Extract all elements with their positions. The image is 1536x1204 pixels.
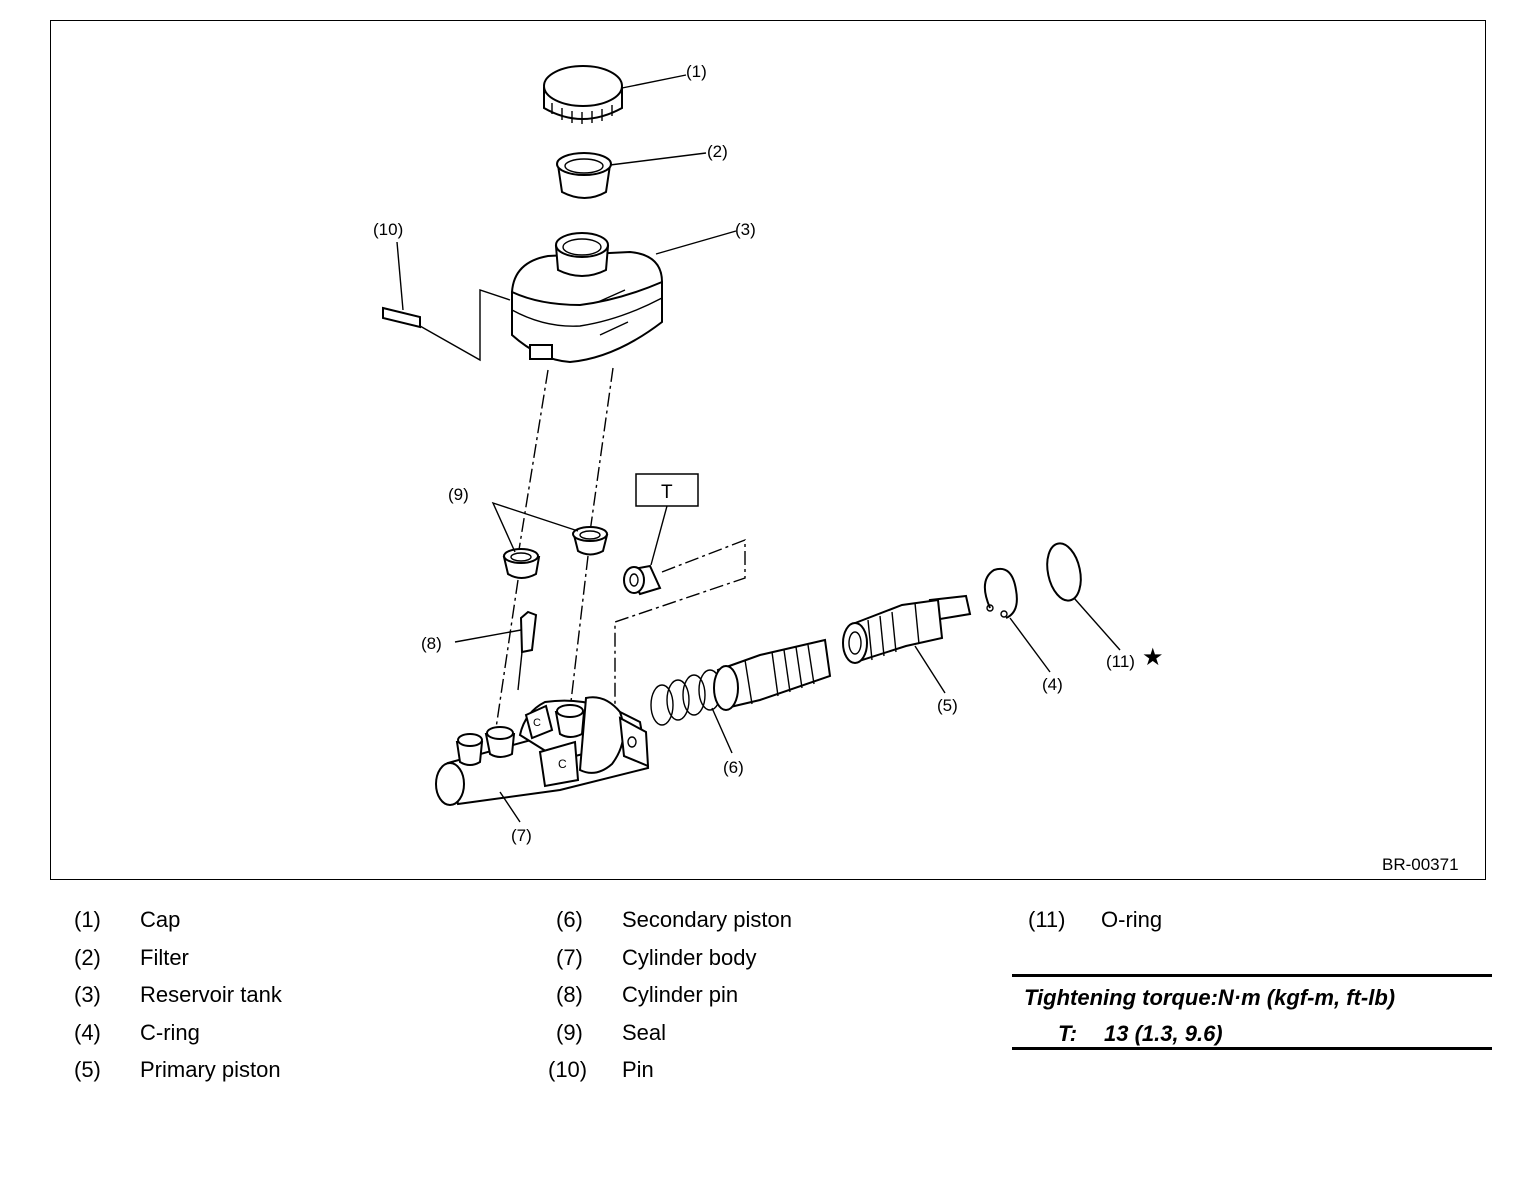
figure-id: BR-00371 <box>1382 855 1459 874</box>
leader-line-6 <box>711 707 733 754</box>
filter-part <box>556 152 612 199</box>
leader-line-9 <box>491 501 579 553</box>
cap-part <box>543 65 623 124</box>
o-ring-part <box>1046 542 1082 602</box>
leader-line-7 <box>499 791 521 823</box>
torque-spec-symbol: T: <box>1058 1021 1078 1046</box>
alignment-line-rear-seal <box>569 555 589 711</box>
alignment-line-rear-port <box>589 367 614 533</box>
legend-item: (7)Cylinder body <box>556 944 757 970</box>
legend-item: (1)Cap <box>74 907 181 932</box>
callout-5: (5) <box>937 696 958 715</box>
torque-spec-title: Tightening torque:N·m (kgf-m, ft-lb) <box>1024 985 1396 1010</box>
primary-piston-part <box>842 594 972 664</box>
torque-nut-part <box>623 564 662 596</box>
exploded-view-diagram: C C <box>373 62 1459 874</box>
leader-line-1 <box>621 74 687 89</box>
legend-item: (8)Cylinder pin <box>556 982 739 1007</box>
callout-2: (2) <box>707 142 728 161</box>
callout-10: (10) <box>373 220 403 239</box>
cylinder-body-part: C C <box>435 696 650 806</box>
callout-6: (6) <box>723 758 744 777</box>
c-ring-part <box>983 568 1018 619</box>
seal-part-front <box>502 548 541 579</box>
reservoir-pin-part <box>382 241 511 362</box>
leader-line-t <box>650 505 668 566</box>
leader-line-5 <box>914 645 946 694</box>
leader-line-11 <box>1073 597 1121 651</box>
leader-line-8 <box>454 629 522 643</box>
callout-11: (11) <box>1106 652 1135 671</box>
legend-column-3: (11)O-ring <box>1028 905 1162 943</box>
legend-column-1: (1)Cap (2)Filter (3)Reservoir tank (4)C-… <box>74 905 282 1093</box>
leader-line-2 <box>609 152 707 166</box>
diagram-frame <box>50 20 1486 880</box>
torque-spec-row: T: 13 (1.3, 9.6) <box>1058 1021 1223 1047</box>
callout-1: (1) <box>686 62 707 81</box>
callout-4: (4) <box>1042 675 1063 694</box>
torque-spec-value: 13 (1.3, 9.6) <box>1104 1021 1223 1046</box>
legend-item: (9)Seal <box>556 1019 667 1045</box>
torque-symbol-label: T <box>661 482 673 503</box>
legend-item: (11)O-ring <box>1028 907 1163 932</box>
legend-item: (4)C-ring <box>74 1019 200 1045</box>
reservoir-tank-part <box>510 232 664 364</box>
callout-9: (9) <box>448 485 469 504</box>
seal-part-rear <box>572 526 609 556</box>
leader-line-3 <box>655 230 737 255</box>
cylinder-pin-part <box>517 610 538 691</box>
legend-item: (3)Reservoir tank <box>74 982 282 1007</box>
callout-7: (7) <box>511 826 532 845</box>
leader-line-4 <box>1009 617 1051 673</box>
alignment-line-nut <box>614 538 746 740</box>
legend-column-2: (6)Secondary piston (7)Cylinder body (8)… <box>548 905 792 1093</box>
legend-item: (2)Filter <box>74 944 189 970</box>
alignment-line-front-seal <box>494 579 519 736</box>
star-icon: ★ <box>1142 644 1164 671</box>
legend-item: (6)Secondary piston <box>556 907 792 932</box>
svg-text:C: C <box>533 717 541 729</box>
callout-3: (3) <box>735 220 756 239</box>
legend-item: (5)Primary piston <box>74 1057 281 1082</box>
callout-8: (8) <box>421 634 442 653</box>
secondary-piston-part <box>650 638 832 726</box>
torque-spec-box: Tightening torque:N·m (kgf-m, ft-lb) T: 1… <box>1012 974 1492 1050</box>
legend-item: (10)Pin <box>548 1057 654 1082</box>
alignment-line-front-port <box>517 369 549 557</box>
torque-symbol-box <box>635 473 699 507</box>
svg-text:C: C <box>558 757 567 771</box>
